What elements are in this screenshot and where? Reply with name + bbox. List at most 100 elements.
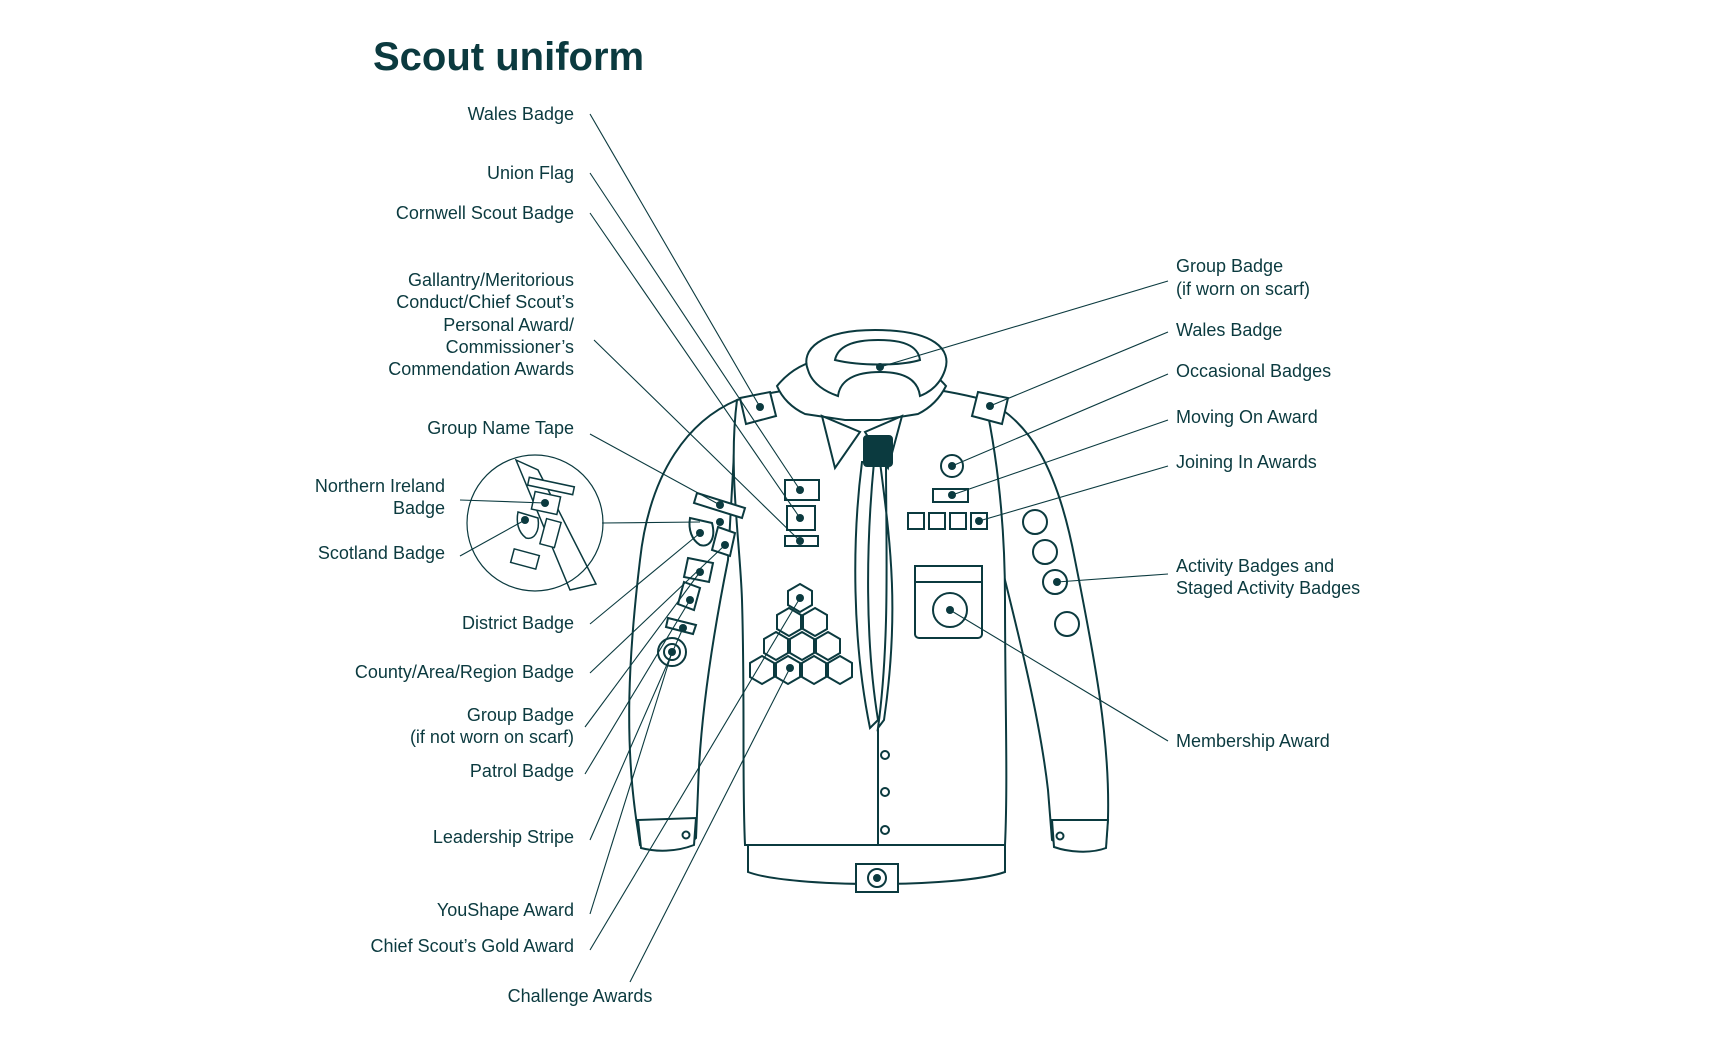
label-cornwell-scout-badge: Cornwell Scout Badge [396, 203, 574, 223]
label-gallantry-line3: Personal Award/ [443, 315, 574, 335]
badge-position-dot [986, 402, 994, 410]
scarf-hood-inner [833, 338, 922, 366]
leader-line [589, 113, 761, 408]
label-group-badge-scarf-line1: Group Badge [1176, 256, 1283, 276]
label-activity-badges-line2: Staged Activity Badges [1176, 578, 1360, 598]
leader-line [593, 339, 801, 542]
label-youshape-award: YouShape Award [437, 900, 574, 920]
badge-position-dot [876, 363, 884, 371]
label-union-flag: Union Flag [487, 163, 574, 183]
label-occasional-badges: Occasional Badges [1176, 361, 1331, 381]
leader-line [589, 532, 701, 625]
left-cuff-button [681, 830, 691, 840]
leader-line [584, 571, 701, 728]
label-wales-badge-left: Wales Badge [468, 104, 574, 124]
badge-position-dot [975, 517, 983, 525]
badge-position-dot [796, 486, 804, 494]
badge-position-dot [946, 606, 954, 614]
left-labels: Wales Badge Union Flag Cornwell Scout Ba… [315, 104, 574, 956]
challenge-awards-hexagons [749, 582, 853, 686]
hexagon-badge [749, 654, 775, 686]
right-cuff-button [1055, 831, 1065, 841]
badge-position-dot [721, 541, 729, 549]
shirt-button [880, 825, 890, 835]
label-chief-scouts-gold-award: Chief Scout’s Gold Award [371, 936, 574, 956]
leader-line [459, 499, 546, 504]
label-gallantry-line4: Commissioner’s [446, 337, 574, 357]
buckle-emblem-inner [873, 874, 881, 882]
label-gallantry-line2: Conduct/Chief Scout’s [396, 292, 574, 312]
badge-position-dot [756, 403, 764, 411]
badge-position-dot [1053, 578, 1061, 586]
leader-line [879, 280, 1169, 368]
joining-in-badge [907, 512, 925, 530]
collar-left-point [820, 414, 862, 471]
badge-position-dot [796, 537, 804, 545]
woggle [863, 435, 893, 467]
scarf-tail-left [854, 461, 880, 731]
label-group-badge-not-scarf-line2: (if not worn on scarf) [410, 727, 574, 747]
badge-position-dot [948, 462, 956, 470]
leader-line [1056, 573, 1169, 583]
hexagon-badge [789, 630, 815, 662]
badge-position-dot [786, 664, 794, 672]
label-group-badge-not-scarf-line1: Group Badge [467, 705, 574, 725]
label-northern-ireland-line2: Badge [393, 498, 445, 518]
right-labels: Group Badge (if worn on scarf) Wales Bad… [1176, 256, 1360, 751]
inset-badge [538, 517, 563, 549]
hexagon-badge [802, 606, 828, 638]
leader-line [951, 419, 1169, 496]
leader-line [459, 519, 526, 557]
leader-line [949, 609, 1169, 742]
badge-position-dot [716, 501, 724, 509]
badge-position-dot [696, 568, 704, 576]
right-cuff [1050, 819, 1110, 853]
badge-position-dot [716, 518, 724, 526]
pocket-flap [914, 565, 983, 583]
badge-position-dot [541, 499, 549, 507]
leader-line [589, 544, 726, 674]
hexagon-badge [827, 654, 853, 686]
label-challenge-awards: Challenge Awards [508, 986, 653, 1006]
label-group-badge-scarf-line2: (if worn on scarf) [1176, 279, 1310, 299]
activity-badge [1022, 509, 1048, 535]
patrol-badge [676, 580, 702, 612]
label-northern-ireland-line1: Northern Ireland [315, 476, 445, 496]
label-gallantry-line1: Gallantry/Meritorious [408, 270, 574, 290]
leader-line [589, 597, 801, 951]
scout-shirt [628, 328, 1110, 893]
activity-badge [1054, 611, 1080, 637]
hexagon-badge [763, 630, 789, 662]
badge-detail-inset [466, 454, 701, 592]
hexagon-badge [815, 630, 841, 662]
badge-position-dot [796, 594, 804, 602]
joining-in-badge [949, 512, 967, 530]
leader-line [629, 667, 791, 983]
label-leadership-stripe: Leadership Stripe [433, 827, 574, 847]
label-county-badge: County/Area/Region Badge [355, 662, 574, 682]
label-gallantry-line5: Commendation Awards [388, 359, 574, 379]
leader-line [589, 651, 673, 915]
shirt-button [880, 750, 890, 760]
leader-line [589, 212, 801, 519]
label-district-badge: District Badge [462, 613, 574, 633]
leader-line [584, 599, 691, 775]
label-activity-badges-line1: Activity Badges and [1176, 556, 1334, 576]
badge-position-dot [679, 624, 687, 632]
hexagon-badge [801, 654, 827, 686]
leader-line [951, 373, 1169, 467]
label-group-name-tape: Group Name Tape [427, 418, 574, 438]
activity-badge [1032, 539, 1058, 565]
left-cuff [636, 816, 698, 852]
leader-line [589, 172, 801, 491]
shirt-button [880, 787, 890, 797]
leader-line [978, 465, 1169, 522]
joining-in-badge [928, 512, 946, 530]
badge-position-dot [686, 596, 694, 604]
label-joining-in-awards: Joining In Awards [1176, 452, 1317, 472]
badge-position-dot [948, 491, 956, 499]
inset-name-tape [526, 476, 576, 496]
inset-badge [509, 547, 541, 571]
